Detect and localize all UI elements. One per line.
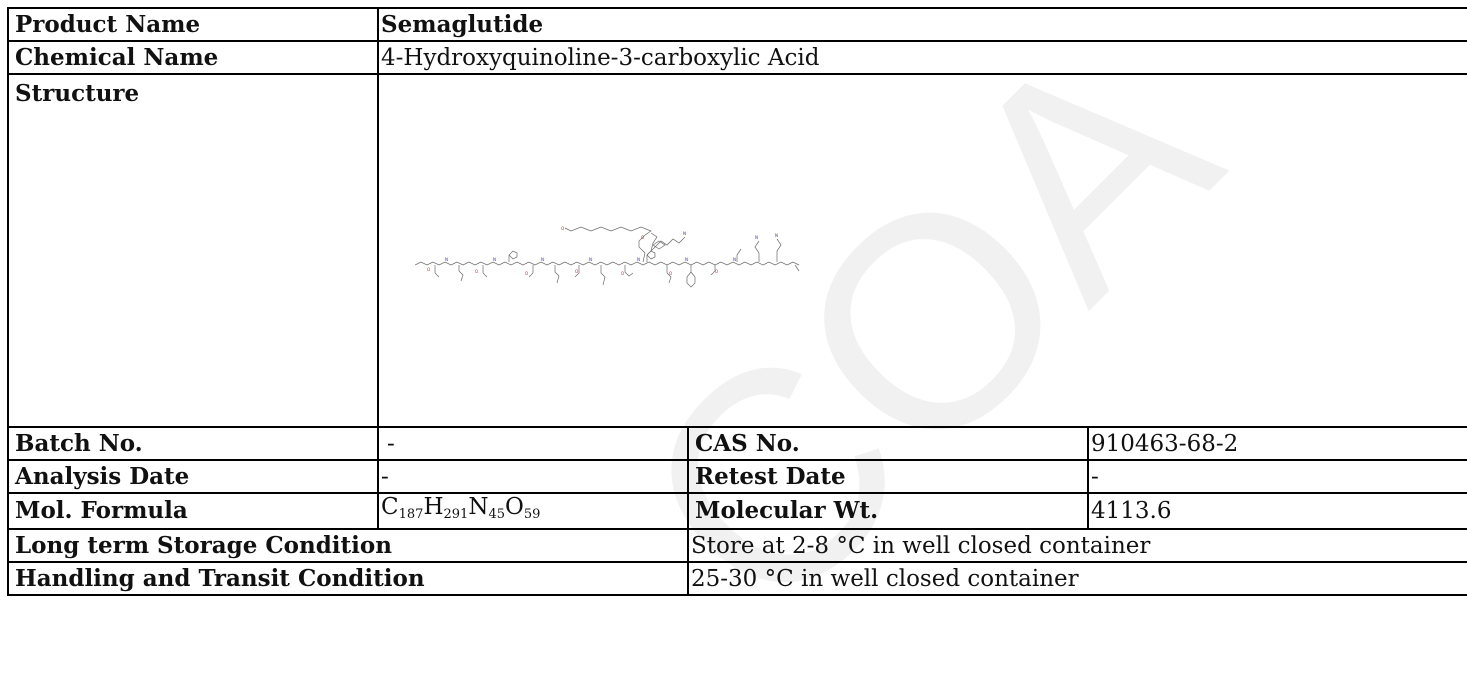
svg-text:N: N [445,257,448,262]
svg-text:N: N [775,233,778,238]
storage-label: Long term Storage Condition [7,528,689,563]
formula-el-c: C [381,494,399,520]
storage-value: Store at 2-8 °C in well closed container [686,528,1467,563]
batch-no-value: - [377,426,689,461]
batch-no-label: Batch No. [7,426,379,461]
svg-text:O: O [475,269,478,274]
analysis-date-value: - [377,459,689,494]
formula-n-c: 187 [398,507,424,522]
svg-text:O: O [427,267,430,272]
svg-text:O: O [715,269,718,274]
formula-n-o: 59 [523,507,541,522]
product-name-row: Product Name Semaglutide [7,7,1467,42]
svg-text:N: N [685,257,688,262]
svg-text:O: O [621,271,624,276]
svg-text:N: N [637,257,640,262]
formula-weight-row: Mol. Formula C187H291N45O59 Molecular Wt… [7,492,1467,530]
svg-text:O: O [575,269,578,274]
cas-no-value: 910463-68-2 [1086,426,1467,461]
handling-value: 25-30 °C in well closed container [686,561,1467,596]
batch-cas-row: Batch No. - CAS No. 910463-68-2 [7,426,1467,461]
product-name-value: Semaglutide [376,7,1467,42]
retest-date-value: - [1086,459,1467,494]
handling-row: Handling and Transit Condition 25-30 °C … [7,561,1467,596]
coa-table: Product Name Semaglutide Chemical Name 4… [7,7,1467,596]
structure-label: Structure [7,73,379,428]
svg-text:O: O [669,271,672,276]
chemical-name-row: Chemical Name 4-Hydroxyquinoline-3-carbo… [7,40,1467,75]
cas-no-label: CAS No. [687,426,1089,461]
formula-n-h: 291 [443,507,469,522]
svg-text:N: N [541,257,544,262]
mol-formula-label: Mol. Formula [7,492,379,530]
formula-el-o: O [505,494,524,520]
dates-row: Analysis Date - Retest Date - [7,459,1467,494]
product-name-label: Product Name [7,7,379,42]
storage-row: Long term Storage Condition Store at 2-8… [7,528,1467,563]
svg-text:N: N [683,231,686,236]
handling-label: Handling and Transit Condition [7,561,689,596]
chemical-name-label: Chemical Name [7,40,379,75]
svg-text:O: O [641,235,644,240]
svg-text:N: N [755,235,758,240]
structure-cell: O O O O O O O O O N N N N N N N N N N [376,73,1467,428]
formula-el-h: H [423,494,444,520]
formula-n-n: 45 [488,507,505,522]
svg-text:N: N [589,257,592,262]
structure-row: Structure [7,73,1467,428]
formula-el-n: N [468,494,489,520]
svg-text:O: O [561,226,564,231]
mol-formula-value: C187H291N45O59 [377,492,689,530]
analysis-date-label: Analysis Date [7,459,379,494]
molecular-wt-label: Molecular Wt. [687,492,1089,530]
retest-date-label: Retest Date [687,459,1089,494]
chemical-name-value: 4-Hydroxyquinoline-3-carboxylic Acid [376,40,1467,75]
svg-text:N: N [733,257,736,262]
svg-text:O: O [525,271,528,276]
svg-text:N: N [493,257,496,262]
peptide-structure-icon: O O O O O O O O O N N N N N N N N N N [415,226,800,288]
molecular-wt-value: 4113.6 [1086,492,1467,530]
